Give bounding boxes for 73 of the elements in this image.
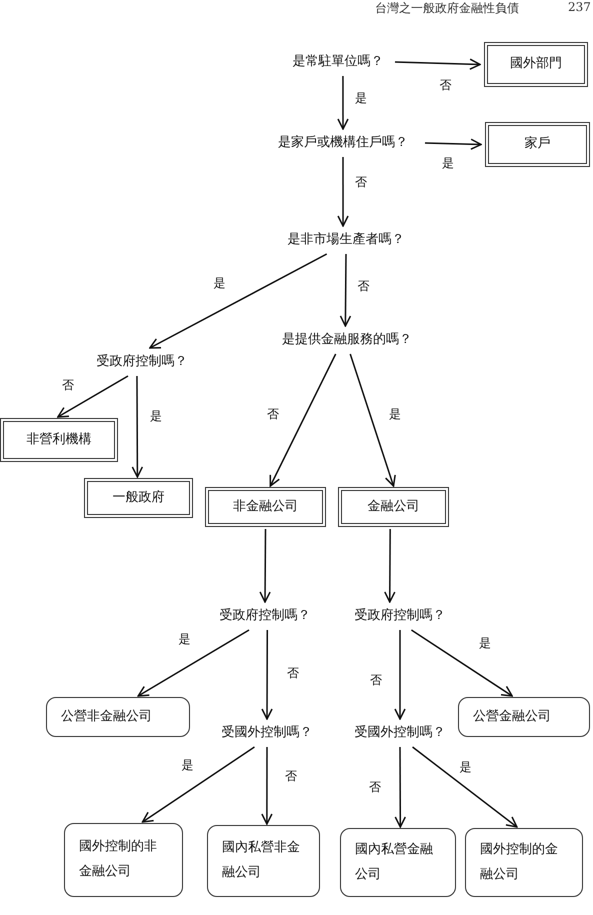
edge-label: 是 — [180, 758, 194, 772]
edge-label: 是 — [478, 636, 492, 650]
arrow — [270, 354, 336, 487]
box-label: 國外部門 — [510, 55, 562, 74]
box-label: 一般政府 — [112, 488, 164, 507]
sector-box — [484, 42, 588, 87]
edge-label: 否 — [266, 407, 280, 422]
sector-box — [205, 487, 326, 527]
box-label: 非金融公司 — [233, 498, 298, 516]
box-label: 家戶 — [524, 135, 550, 154]
arrow — [394, 747, 406, 828]
edge-label: 是 — [178, 632, 192, 646]
arrow — [424, 138, 482, 150]
edge-label: 是 — [354, 90, 368, 105]
arrow — [261, 630, 273, 720]
arrow — [410, 629, 513, 697]
arrow — [394, 58, 481, 70]
category-box — [46, 697, 190, 737]
sector-box — [338, 487, 449, 527]
arrow — [132, 376, 144, 478]
arrow — [149, 253, 328, 349]
edge-label: 否 — [354, 174, 368, 189]
box-label: 國內私營金融公司 — [355, 840, 434, 884]
question-text: 受政府控制嗎？ — [343, 604, 457, 628]
question-text: 是家戶或機構住戶嗎？ — [263, 131, 423, 155]
edge-label: 否 — [60, 378, 75, 392]
running-header: 台灣之一般政府金融性負債 — [375, 0, 519, 17]
question-text: 受政府控制嗎？ — [86, 350, 198, 374]
box-label: 非營利機構 — [26, 430, 92, 449]
category-box — [64, 823, 183, 897]
sector-box — [0, 418, 118, 462]
arrow — [340, 254, 352, 327]
question-text: 受政府控制嗎？ — [208, 604, 322, 628]
edge-label: 是 — [388, 407, 402, 422]
category-box — [340, 828, 456, 897]
box-label: 國內私營非金融公司 — [222, 839, 301, 882]
edge-label: 否 — [286, 666, 300, 680]
edge-label: 是 — [149, 408, 164, 423]
box-label: 公營金融公司 — [473, 708, 551, 726]
arrow — [57, 375, 128, 418]
arrow — [412, 746, 518, 828]
box-label: 國外控制的金融公司 — [480, 840, 559, 884]
page-number: 237 — [568, 0, 591, 14]
edge-label: 否 — [368, 780, 382, 794]
category-box — [207, 825, 320, 897]
sector-box — [84, 478, 193, 518]
arrow — [142, 746, 255, 823]
arrow — [394, 630, 406, 720]
arrow — [137, 629, 250, 697]
question-text: 是常駐單位嗎？ — [283, 50, 393, 74]
arrow — [384, 529, 396, 603]
arrow — [350, 354, 396, 487]
box-label: 國外控制的非金融公司 — [79, 838, 158, 881]
box-label: 公營非金融公司 — [61, 708, 152, 726]
category-box — [458, 697, 590, 737]
arrow — [261, 747, 273, 825]
edge-label: 是 — [212, 276, 226, 290]
arrow — [337, 76, 349, 130]
edge-label: 是 — [441, 156, 455, 170]
arrow — [259, 529, 271, 603]
question-text: 是提供金融服務的嗎？ — [266, 328, 428, 352]
box-label: 金融公司 — [368, 498, 420, 516]
question-text: 受國外控制嗎？ — [343, 721, 457, 745]
edge-label: 否 — [356, 279, 371, 294]
question-text: 受國外控制嗎？ — [210, 721, 324, 745]
arrow — [337, 157, 349, 227]
question-text: 是非市場生產者嗎？ — [272, 228, 420, 252]
sector-box — [485, 122, 590, 167]
edge-label: 否 — [284, 768, 298, 783]
edge-label: 否 — [438, 78, 452, 93]
category-box — [465, 828, 583, 897]
edge-label: 是 — [458, 760, 473, 774]
edge-label: 否 — [369, 672, 383, 687]
